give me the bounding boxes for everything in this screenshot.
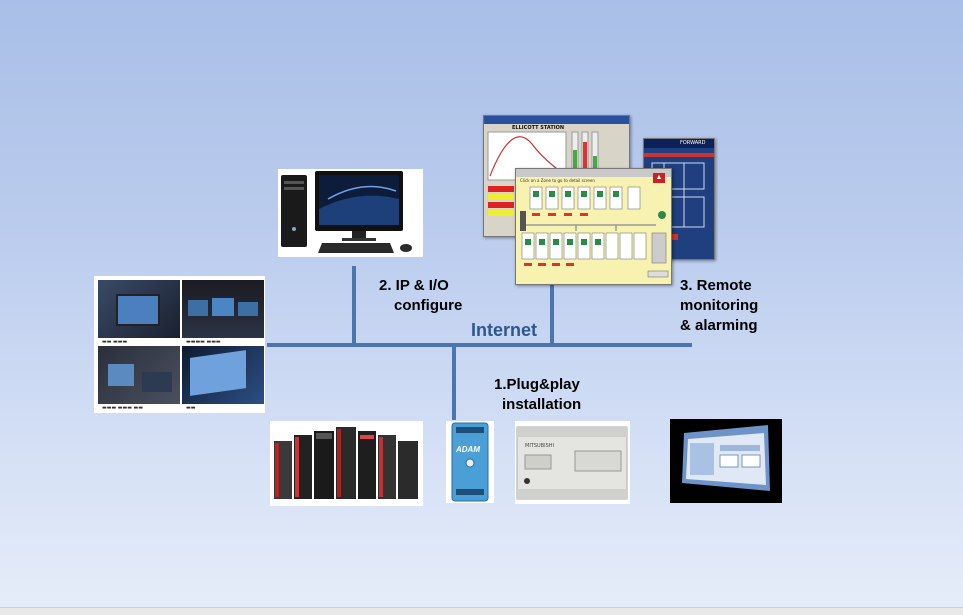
internet-label: Internet (471, 320, 538, 340)
adam-logo: ADAM (456, 445, 480, 454)
hmi-screenshot-front: Click on a Zone to go to detail screen ▲ (515, 168, 672, 285)
desktop-pc-image (278, 169, 423, 257)
step2-line1: 2. IP & I/O (379, 277, 449, 294)
step1-line1: 1.Plug&play (494, 376, 580, 393)
hmi-drop-line (550, 285, 554, 345)
scada-software-image (670, 419, 782, 503)
step2-line2: configure (394, 297, 463, 314)
control-room-photo-2 (182, 280, 264, 338)
pc-drop-line (352, 266, 356, 345)
hmi-right-title: FORWARD (680, 140, 706, 146)
plc-brand-label: MITSUBISHI (525, 443, 554, 449)
step2-label: 2. IP & I/O configure (379, 276, 489, 316)
control-room-caption-3: ▬▬▬ ▬▬▬ ▬▬ (102, 405, 143, 411)
control-room-caption-1: ▬▬ ▬▬▬ (102, 339, 128, 345)
control-room-photos: ▬▬ ▬▬▬ ▬▬▬▬ ▬▬▬ ▬▬▬ ▬▬▬ ▬▬ ▬▬ (94, 276, 265, 413)
control-room-photo-1 (98, 280, 180, 338)
device-drop-line (452, 345, 456, 420)
step3-label: 3. Remote monitoring & alarming (680, 276, 790, 336)
step3-line2: monitoring (680, 297, 759, 314)
bottom-bar (0, 607, 963, 615)
step1-line2: installation (502, 396, 582, 413)
step1-label: 1.Plug&play installation (494, 375, 614, 415)
internet-bus-line (267, 343, 692, 347)
mitsubishi-plc-image: MITSUBISHI (515, 421, 630, 504)
hmi-back-title: ELLICOTT STATION (512, 125, 565, 131)
control-room-caption-2: ▬▬▬▬ ▬▬▬ (186, 339, 221, 345)
step3-line1: 3. Remote (680, 277, 752, 294)
adam-io-module-image: ADAM (446, 421, 494, 503)
control-room-caption-4: ▬▬ (186, 405, 196, 411)
plc-rack-image (270, 421, 423, 506)
control-room-photo-4 (182, 346, 264, 404)
step3-line3: & alarming (680, 317, 758, 334)
hmi-front-title: Click on a Zone to go to detail screen (520, 178, 595, 183)
hmi-alarm-icon: ▲ (653, 173, 665, 183)
control-room-photo-3 (98, 346, 180, 404)
